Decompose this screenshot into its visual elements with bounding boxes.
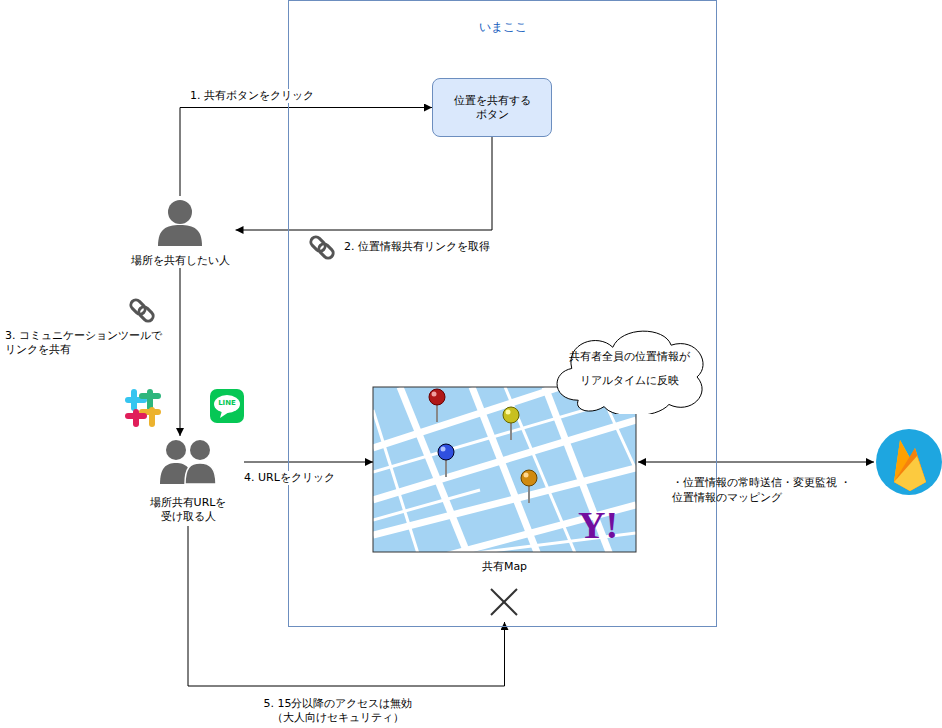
step-label: 1. 共有ボタンをクリック [188, 89, 316, 103]
firebase-icon-part [894, 440, 926, 491]
slack-icon-part [128, 413, 144, 419]
step-label: 3. コミュニケーションツールで リンクを共有 [3, 329, 175, 357]
step-label: 5. 15分以降のアクセスは無効 （大人向けセキュリティ） [248, 697, 428, 725]
receiver-group: 場所共有URLを 受け取る人 [132, 436, 244, 526]
map-illustration-part-part [373, 387, 636, 552]
person-icon-part [168, 200, 192, 224]
map-illustration-part-part [373, 387, 636, 552]
map-illustration [373, 387, 636, 560]
link-icon [129, 298, 155, 323]
flow-arrow [180, 108, 432, 197]
blocked-cross-part [491, 589, 517, 615]
cloud-outline [548, 324, 710, 414]
callout-cloud: 共有者全員の位置情報が リアルタイムに反映 [548, 324, 710, 414]
map-pin-part [429, 389, 445, 405]
group-icon-part [166, 440, 186, 460]
line-icon-part [220, 411, 229, 418]
person-icon [158, 200, 202, 246]
app-logo-text: LINE [212, 399, 242, 408]
map-pin [521, 470, 537, 503]
slack-icon [128, 392, 158, 424]
node-text: 共有者全員の位置情報が リアルタイムに反映 [559, 345, 699, 393]
line-icon [210, 389, 244, 423]
map-pin-part [524, 473, 529, 478]
map-pin-part [521, 470, 537, 486]
map-pin-part [503, 407, 519, 423]
map-illustration-part-part-part [472, 387, 540, 552]
blocked-cross [491, 589, 517, 615]
step-label: 2. 位置情報共有リンクを取得 [342, 240, 492, 254]
group-icon [160, 440, 216, 484]
flow-arrow [188, 526, 505, 686]
map-pin [438, 444, 454, 477]
firebase-icon-part [894, 456, 926, 491]
flow-arrow [180, 268, 181, 436]
map-pin-part [432, 392, 437, 397]
node-text: 位置を共有する ボタン [444, 94, 540, 122]
person-icon-part [158, 225, 202, 246]
action-button: 位置を共有する ボタン [432, 78, 552, 137]
firebase-icon-part [894, 448, 926, 491]
map-illustration-part-part-part [373, 410, 420, 552]
map-pin-part [441, 447, 446, 452]
map-illustration-part [373, 387, 636, 552]
link-icon-part [317, 242, 335, 260]
map-pin-part [438, 444, 454, 460]
map-pin-part [506, 410, 511, 415]
line-icon-part [210, 389, 244, 423]
cloud-outline [557, 331, 703, 414]
group-icon-part [190, 440, 210, 460]
firebase-icon [876, 429, 942, 495]
node-text: 共有Map [482, 560, 527, 574]
firebase-icon-part [876, 429, 942, 495]
link-icon-part [137, 305, 155, 323]
sync-line [638, 462, 874, 463]
blocked-cross-part [491, 589, 517, 615]
sync-note: ・位置情報の常時送信・変更監視 ・位置情報のマッピング [672, 475, 860, 505]
flow-arrow [244, 462, 373, 463]
sender-person: 場所を共有したい人 [125, 196, 236, 268]
link-icon [309, 235, 335, 260]
frame-boundary: いまここ位置を共有する ボタン共有者全員の位置情報が リアルタイムに反映共有Ma… [288, 0, 717, 627]
map-illustration-part [373, 387, 636, 552]
node-text: いまここ [479, 20, 527, 34]
flow-arrow [236, 137, 493, 230]
slack-icon-part [142, 393, 158, 399]
node-text: 場所共有URLを 受け取る人 [138, 496, 238, 524]
group-icon-part [185, 463, 216, 484]
map-pin [503, 407, 519, 440]
map-pin [429, 389, 445, 422]
logo-text: Y! [578, 505, 618, 545]
map-illustration-part-part-part [373, 490, 480, 520]
step-label: 4. URLをクリック [242, 471, 337, 485]
node-text: 場所を共有したい人 [131, 254, 230, 268]
